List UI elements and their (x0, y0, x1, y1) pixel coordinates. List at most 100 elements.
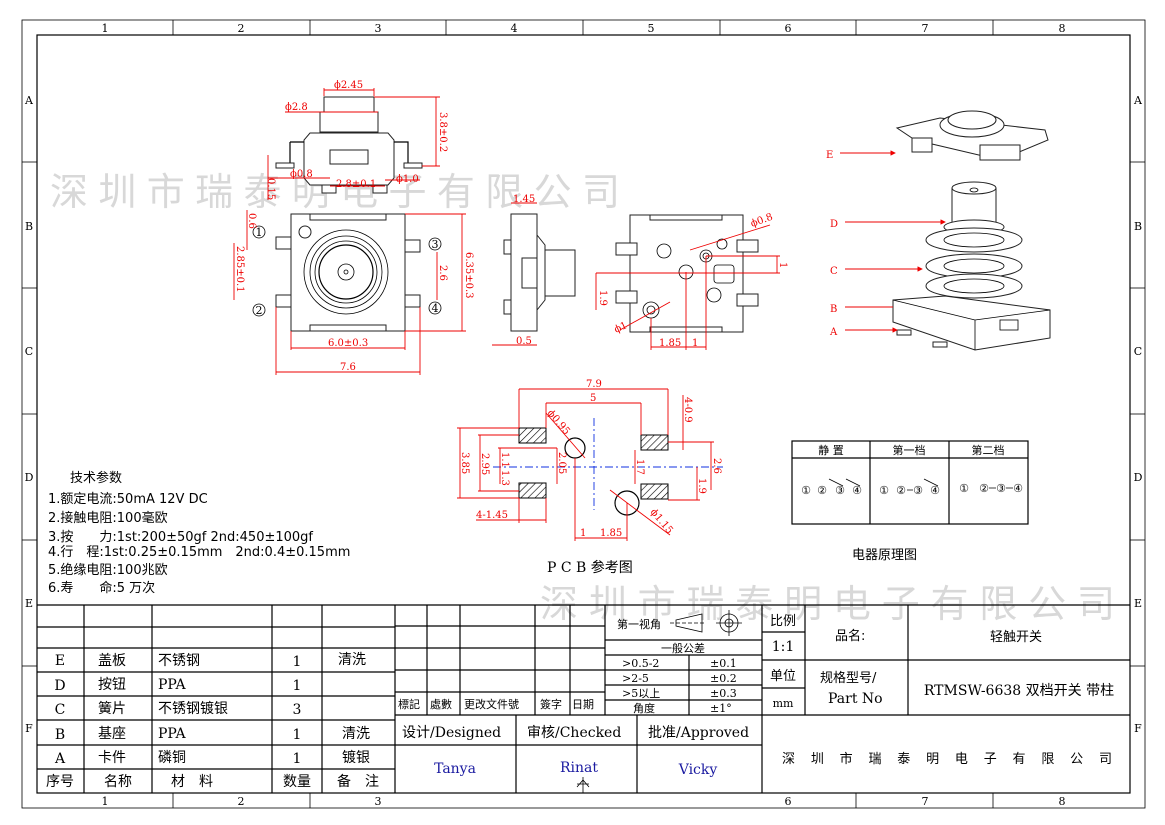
spec-item: 6.寿 命:5 万次 (48, 580, 155, 596)
column-ticks (22, 20, 1145, 808)
pcb-title: P C B 参考图 (547, 559, 633, 576)
unit-label: 单位 (770, 669, 796, 684)
part-no-label: 规格型号/ (820, 670, 877, 686)
pin-number: 3 (432, 238, 439, 251)
bom-note: 镀银 (342, 749, 370, 766)
node: ③ (835, 484, 845, 497)
designer-name: Tanya (434, 761, 476, 777)
row-label: A (1133, 94, 1143, 107)
part-callout: A (829, 327, 838, 338)
revision-header: 標記 (398, 697, 420, 711)
revision-header: 日期 (572, 698, 594, 711)
dim-label: 4-0.9 (682, 397, 693, 423)
dim-label: 2.6 (437, 265, 448, 281)
row-label: F (25, 722, 33, 735)
revision-header: 簽字 (540, 697, 562, 711)
dim-label: 1 (777, 262, 788, 268)
dim-label: 4-1.45 (476, 510, 508, 521)
sheet-frame: 1 2 3 4 5 6 7 8 1 2 3 6 7 8 A B C D E F … (21, 19, 1146, 809)
row-label: E (25, 597, 33, 610)
row-label: B (25, 220, 33, 233)
pin-number: 1 (256, 226, 263, 239)
bom-id: C (55, 702, 66, 718)
first-angle-projection-icon (670, 610, 742, 636)
row-label: C (1134, 345, 1142, 358)
node: ② (979, 482, 989, 495)
designed-label: 设计/Designed (402, 725, 501, 741)
dim-label: 0.6 (246, 213, 257, 229)
node: ④ (852, 484, 862, 497)
bom-name: 卡件 (98, 750, 126, 766)
node: ③ (996, 482, 1006, 495)
part-callout: E (826, 150, 833, 161)
tolerance-range: >0.5-2 (622, 657, 659, 670)
col-label: 4 (511, 22, 518, 35)
part-no-label-en: Part No (828, 691, 883, 707)
tolerance-value: ±1° (710, 702, 732, 715)
dim-label: ϕ2.8 (285, 102, 308, 113)
pcb-pad (640, 434, 669, 451)
pcb-pad (518, 427, 547, 444)
signoff-block: 设计/Designed 审核/Checked 批准/Approved Tanya… (395, 715, 762, 793)
dim-label: 0.5 (516, 336, 532, 347)
row-label: A (24, 94, 34, 107)
node: ② (817, 484, 827, 497)
col-label: 3 (375, 22, 382, 35)
bom-qty: 3 (293, 702, 302, 718)
bom-id: B (55, 727, 65, 743)
dim-label: 3.85 (459, 452, 470, 474)
node: ① (959, 482, 969, 495)
col-label: 8 (1059, 795, 1066, 808)
dim-label: ϕ1.0 (396, 174, 419, 185)
dim-label: 2.05 (556, 452, 567, 474)
dim-label: 0.15 (265, 178, 276, 200)
bom-qty: 1 (293, 727, 302, 743)
schematic-title: 电器原理图 (852, 548, 917, 563)
part-callout: D (830, 219, 838, 230)
col-label: 6 (785, 22, 792, 35)
bom-id: A (54, 751, 66, 767)
bom-header: 序号 (46, 774, 74, 790)
dim-label: 7.6 (340, 362, 356, 373)
dim-label: 1.3 (499, 470, 510, 486)
revision-table: 標記 處數 更改文件號 簽字 日期 (395, 605, 1130, 716)
tolerance-title: 一般公差 (661, 641, 705, 655)
col-label: 1 (102, 795, 109, 808)
spec-item: 5.绝缘电阻:100兆欧 (48, 562, 168, 578)
col-label: 7 (922, 795, 929, 808)
product-name: 轻触开关 (990, 630, 1042, 645)
node: ④ (1013, 482, 1023, 495)
node: ③ (913, 484, 923, 497)
side-view: 1.45 0.5 (492, 194, 576, 347)
dim-label: 1 (692, 338, 698, 349)
unit-value: mm (773, 697, 794, 710)
bom-header: 材 料 (171, 774, 213, 790)
bom-table: E 盖板 不锈钢 1 清洗 D 按钮 PPA 1 C 簧片 不锈钢镀银 3 B … (37, 604, 1130, 793)
part-callout: C (830, 266, 838, 277)
scale-value: 1:1 (772, 639, 795, 655)
revision-header: 更改文件號 (464, 697, 519, 711)
tech-title: 技术参数 (70, 470, 122, 486)
dim-label: 1.9 (597, 290, 608, 306)
part-number: RTMSW-6638 双档开关 带柱 (924, 683, 1114, 699)
bottom-view: 1.9 1 ϕ0.8 ϕ1 1.85 1 (595, 212, 788, 350)
pin-number: 2 (256, 304, 263, 317)
spec-item: 2.接触电阻:100毫欧 (48, 510, 168, 526)
bom-header: 数量 (283, 774, 311, 790)
checked-label: 审核/Checked (527, 725, 621, 741)
bom-qty: 1 (293, 654, 302, 670)
scale-label: 比例 (770, 614, 796, 629)
bom-material: 不锈钢 (158, 653, 200, 669)
tolerance-value: ±0.3 (710, 687, 737, 700)
dim-label: ϕ2.45 (334, 80, 363, 91)
bom-note: 清洗 (338, 652, 366, 668)
row-label: D (25, 471, 34, 484)
tech-specs: 技术参数 1.额定电流:50mA 12V DC 2.接触电阻:100毫欧 3.按… (48, 470, 350, 596)
node: ① (801, 484, 811, 497)
bom-material: PPA (158, 677, 187, 693)
tolerance-value: ±0.1 (710, 657, 737, 670)
dim-label: 1.1 (499, 452, 510, 468)
product-name-label: 品名: (835, 628, 865, 644)
bom-name: 按钮 (98, 677, 126, 693)
bom-header: 名称 (104, 774, 132, 790)
